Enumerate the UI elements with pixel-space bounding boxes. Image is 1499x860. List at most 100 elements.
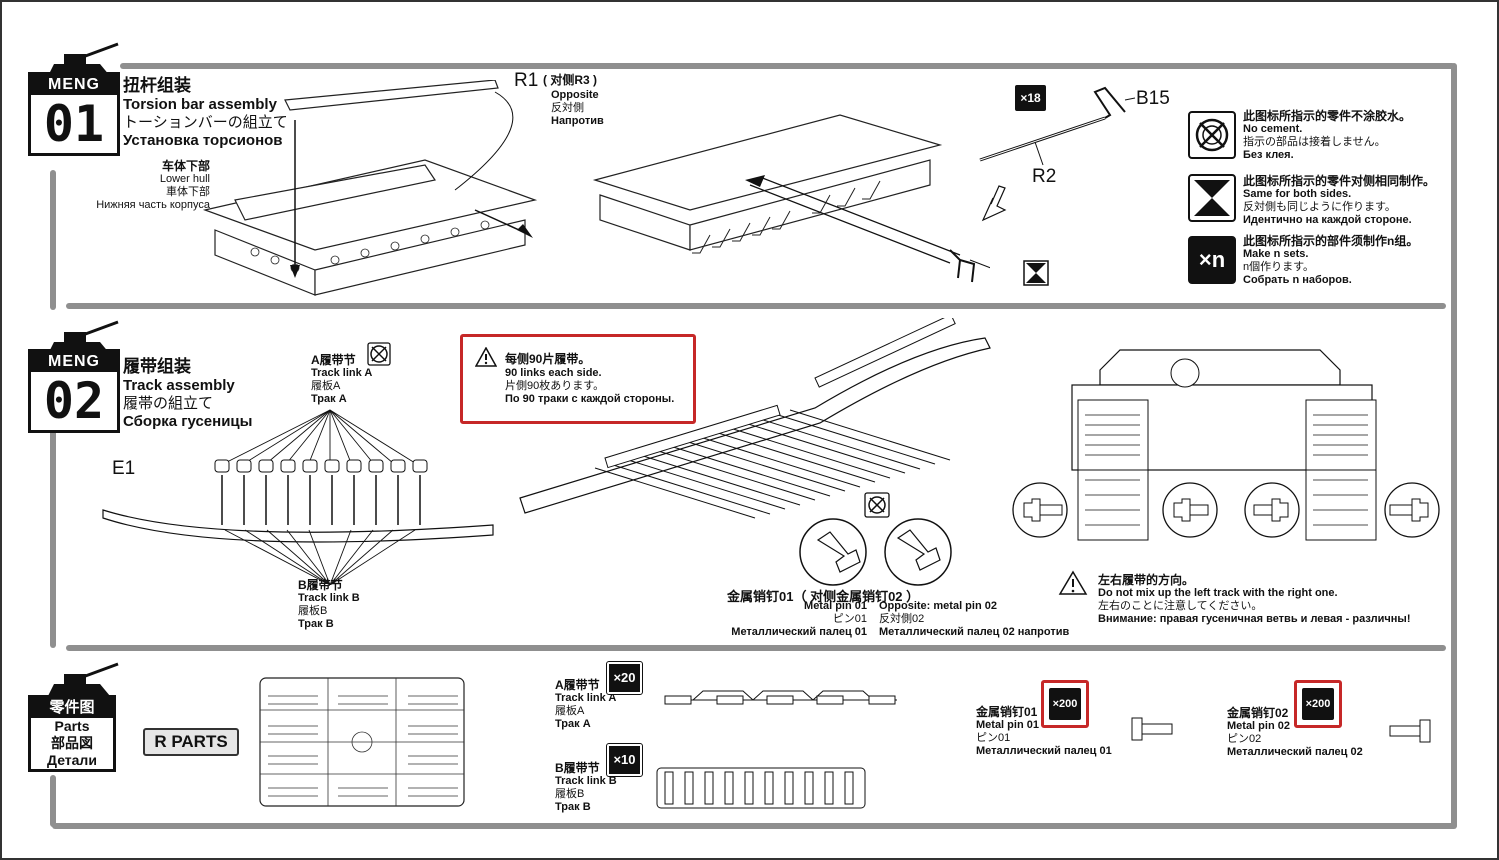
parts-badge-cn: 零件图 (31, 698, 113, 718)
label-cn: 金属销钉01 (976, 705, 1038, 719)
label-ru: Металлический палец 02 напротив (879, 626, 1070, 638)
border-rail-top (120, 63, 1455, 69)
label-ru: Трак A (555, 718, 591, 730)
title-jp: トーションバーの組立て (123, 114, 288, 131)
lower-hull-label: 车体下部 Lower hull 車体下部 Нижняя часть корпус… (80, 160, 210, 212)
title-jp: 履帯の組立て (123, 395, 214, 412)
track-link-b-sprue (656, 767, 866, 809)
label-en: Track link A (311, 367, 373, 379)
label-en: Lower hull (159, 173, 210, 185)
make-n-sets-icon: ×n (1188, 236, 1236, 284)
legend-ru: Идентично на каждой стороне. (1243, 214, 1412, 226)
r-parts-label: R PARTS (143, 728, 239, 756)
step-badge-02: MENG 02 (28, 349, 120, 433)
track-link-a-label: A履带节 Track link A 履板A Трак A (311, 354, 372, 406)
label-en: Metal pin 01 (976, 719, 1039, 731)
parts-badge-jp: 部品図 (51, 735, 93, 751)
legend-ru: Без клея. (1243, 149, 1294, 161)
label-ru: Трак B (298, 618, 334, 630)
title-cn: 履带组装 (123, 357, 191, 376)
metal-pin-01-part (1131, 717, 1173, 741)
legend-cn: 此图标所指示的零件对侧相同制作。 (1243, 174, 1436, 188)
note-en: Do not mix up the left track with the ri… (1098, 587, 1338, 599)
label-ru: Трак B (555, 801, 591, 813)
track-link-a-sprue (664, 690, 897, 705)
step-badge-01: MENG 01 (28, 72, 120, 156)
no-cement-icon (1188, 111, 1236, 159)
label-ru: Металлический палец 01 (976, 745, 1112, 757)
parts-badge-ru: Детали (47, 752, 97, 768)
label-ru: Металлический палец 02 (1227, 746, 1363, 758)
note-jp: 片側90枚あります。 (505, 380, 605, 392)
note-cn: 每侧90片履带。 (505, 352, 591, 366)
section-divider (66, 303, 1446, 309)
step-number: 02 (43, 372, 105, 430)
parts-track-link-b-label: B履带节 Track link B 履板B Трак B (555, 762, 617, 814)
label-cn: A履带节 (555, 678, 600, 692)
label-cn: B履带节 (555, 761, 600, 775)
no-cement-icon (367, 342, 391, 366)
legend-same-both-sides: 此图标所指示的零件对侧相同制作。 Same for both sides. 反対… (1243, 175, 1435, 227)
legend-en: No cement. (1243, 123, 1303, 135)
border-rail-left (50, 775, 56, 827)
tank-rear-view-diagram (1012, 349, 1440, 541)
parts-badge-en: Parts (54, 718, 90, 734)
note-jp: 左右のことに注意してください。 (1098, 600, 1263, 612)
same-both-sides-icon (1188, 174, 1236, 222)
label-jp: 反対側 (551, 102, 584, 114)
border-rail-right (1451, 63, 1457, 828)
label-cn: 金属销钉02 (1227, 706, 1289, 720)
metal-pin-02-label: 金属销钉02 Metal pin 02 ピン02 Металлический п… (1227, 707, 1363, 759)
quantity-highlight: ×200 (1294, 680, 1342, 728)
title-cn: 扭杆组装 (123, 76, 191, 95)
title-ru: Установка торсионов (123, 132, 283, 149)
brand-logo: MENG (31, 352, 117, 372)
quantity-badge: ×20 (606, 661, 643, 695)
title-ru: Сборка гусеницы (123, 413, 253, 430)
no-cement-icon (864, 492, 890, 518)
part-code-e1: E1 (112, 458, 136, 479)
section-divider (66, 645, 1446, 651)
track-link-b-label: B履带节 Track link B 履板B Трак B (298, 579, 360, 631)
metal-pin-01-label: 金属销钉01 Metal pin 01 ピン01 Металлический п… (976, 706, 1112, 758)
legend-cn: 此图标所指示的部件须制作n组。 (1243, 234, 1419, 248)
metal-pin-title: 金属销钉01（ 对侧金属销钉02 ） (727, 589, 920, 604)
part-code-r2: R2 (1032, 166, 1057, 187)
label-jp: ピン01 (832, 613, 867, 625)
torsion-bar-part (979, 86, 1136, 222)
lower-hull-diagram (202, 80, 538, 296)
label-jp: 履板B (555, 788, 585, 800)
note-ru: Внимание: правая гусеничная ветвь и лева… (1098, 613, 1411, 625)
part-code-r1: R1 (514, 70, 539, 91)
step-title: 扭杆组装 Torsion bar assembly トーションバーの組立て Ус… (123, 76, 288, 150)
step-title: 履带组装 Track assembly 履帯の組立て Сборка гусени… (123, 357, 252, 431)
border-rail-left (50, 170, 56, 310)
warning-icon (475, 347, 497, 367)
label-cn: 车体下部 (161, 159, 210, 173)
metal-pin-02-part (1389, 719, 1431, 743)
legend-ru: Собрать n наборов. (1243, 274, 1352, 286)
label-jp: ピン01 (976, 732, 1011, 744)
note-cn: 左右履带的方向。 (1098, 573, 1195, 587)
title-en: Torsion bar assembly (123, 96, 277, 113)
label-cn: ( 对侧R3 ) (543, 73, 598, 87)
links-per-side-note: 每侧90片履带。 90 links each side. 片側90枚あります。 … (460, 334, 696, 424)
label-en: Track link B (298, 592, 360, 604)
parts-track-link-a-label: A履带节 Track link A 履板A Трак A (555, 679, 616, 731)
label-cn: A履带节 (311, 353, 356, 367)
quantity-badge: ×200 (1049, 688, 1081, 720)
label-en: Opposite: metal pin 02 (879, 600, 997, 612)
warning-icon (1058, 570, 1088, 595)
label-en: Metal pin 02 (1227, 720, 1290, 732)
label-ru: Металлический палец 01 (731, 626, 867, 638)
note-en: 90 links each side. (505, 367, 602, 379)
label-en: Track link A (555, 692, 617, 704)
part-code-b15: B15 (1136, 88, 1170, 109)
label-ru: Трак A (311, 393, 347, 405)
quantity-highlight: ×200 (1041, 680, 1089, 728)
legend-en: Same for both sides. (1243, 188, 1352, 200)
legend-jp: 指示の部品は接着しません。 (1243, 136, 1386, 148)
legend-jp: 反対側も同じように作ります。 (1243, 201, 1396, 213)
label-jp: 反対側02 (879, 613, 925, 625)
